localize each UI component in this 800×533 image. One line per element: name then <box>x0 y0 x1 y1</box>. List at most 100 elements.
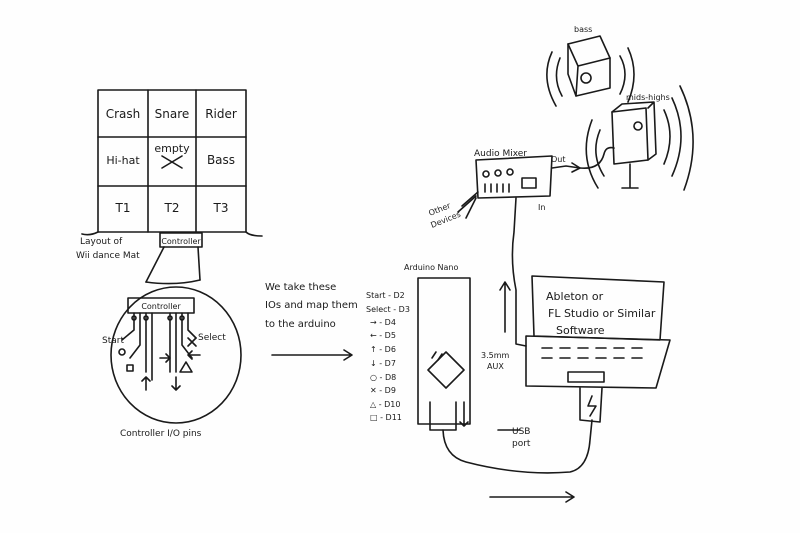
note-line1: We take these <box>265 282 336 293</box>
controller-io <box>110 246 242 424</box>
io-controller-box <box>127 297 195 314</box>
up-arrow-icon <box>141 376 151 391</box>
arduino-nano <box>417 277 593 503</box>
triangle-button-icon <box>179 361 193 373</box>
note-line3: to the arduino <box>265 319 336 330</box>
zoom-callout-lines <box>145 246 201 283</box>
mat-cell-empty: empty <box>154 142 190 155</box>
mixer-sliders <box>484 183 510 193</box>
usb-port-line2: port <box>512 439 531 449</box>
bass-cone-icon <box>580 72 592 84</box>
mapping-arrow-icon <box>271 349 353 361</box>
aux-line2: AUX <box>487 362 504 371</box>
mat-horizontal-lines <box>97 136 247 187</box>
mat-controller-label: Controller <box>161 237 201 246</box>
mat-caption-line2: Wii dance Mat <box>76 251 140 261</box>
mids-sound-waves-icon <box>585 85 694 191</box>
mat-caption-line1: Layout of <box>80 237 123 247</box>
arduino-pin-d9: ✕ - D9 <box>370 386 396 395</box>
arduino-usb-connector <box>429 401 457 431</box>
square-button-icon <box>126 364 134 372</box>
io-pin-dot <box>179 315 185 321</box>
mat-vertical-lines <box>147 89 197 233</box>
arduino-pin-d10: △ - D10 <box>370 400 400 409</box>
io-controller-label: Controller <box>141 302 181 311</box>
mids-box <box>611 107 649 165</box>
usb-port-line1: USB <box>512 427 530 437</box>
laptop-usb-plug <box>579 387 603 423</box>
mixer-in-label: In <box>538 203 545 212</box>
left-arrow-icon <box>187 350 201 360</box>
mat-cable-ends <box>81 231 263 237</box>
io-pin-dot <box>131 315 137 321</box>
circle-button-icon <box>118 348 126 356</box>
bass-label: bass <box>574 25 592 34</box>
io-select-label: Select <box>198 333 226 343</box>
mixer-display <box>521 177 537 189</box>
io-circle <box>110 286 242 424</box>
cross-button-icon <box>187 337 197 347</box>
mixer-title: Audio Mixer <box>474 149 527 159</box>
mat-cell-t1: T1 <box>115 201 131 215</box>
laptop-line3: Software <box>556 324 605 337</box>
bottom-arrow-icon <box>489 491 575 503</box>
arduino-pin-d3: Select - D3 <box>366 305 410 314</box>
laptop <box>525 275 671 423</box>
zoom-callout-base <box>145 279 201 285</box>
arduino-title: Arduino Nano <box>404 263 458 272</box>
mids-highs-label: mids-highs <box>626 93 670 102</box>
mixer-knob-icon <box>494 169 502 177</box>
mat-controller-tab <box>159 232 203 248</box>
laptop-keys <box>541 347 643 359</box>
mids-stand <box>621 163 639 189</box>
right-arrow-icon <box>159 353 171 363</box>
arduino-chip-icon <box>427 351 465 389</box>
bass-sound-waves-icon <box>546 47 635 107</box>
empty-cell-x-icon <box>161 155 183 169</box>
mixer-body <box>475 155 553 199</box>
arduino-reset-icon <box>459 401 469 427</box>
io-start-label: Start <box>102 336 124 346</box>
arduino-pin-d7: ↓ - D7 <box>370 359 396 368</box>
mixer-in-cable <box>511 197 527 347</box>
mat-cell-t3: T3 <box>213 201 229 215</box>
mixer-other-device-cables <box>457 191 479 219</box>
usb-cable <box>442 419 593 474</box>
mixer-out-label: Out <box>551 155 566 164</box>
mixer-knob-icon <box>482 170 490 178</box>
io-pin-dot <box>143 315 149 321</box>
laptop-trackpad <box>567 371 605 383</box>
mids-cone-icon <box>633 121 643 131</box>
mids-speaker <box>579 85 694 191</box>
bass-box-edges <box>567 43 611 97</box>
arduino-pins-icon <box>431 351 443 361</box>
arduino-pin-d2: Start - D2 <box>366 291 405 300</box>
mapping-arrow <box>271 349 353 361</box>
arduino-pin-d6: ↑ - D6 <box>370 345 396 354</box>
arduino-pin-d5: ← - D5 <box>370 331 396 340</box>
mat-cell-bass: Bass <box>207 153 235 167</box>
mat-cell-t2: T2 <box>164 201 180 215</box>
laptop-keyboard-deck <box>525 335 671 389</box>
io-caption: Controller I/O pins <box>120 429 202 439</box>
mids-box-edges <box>611 101 657 161</box>
bass-box-front <box>567 35 611 97</box>
bass-speaker <box>546 35 635 107</box>
io-pin-wires <box>121 312 197 381</box>
arduino-board <box>417 277 471 425</box>
laptop-line1: Ableton or <box>546 290 604 303</box>
arduino-pin-d4: → - D4 <box>370 318 396 327</box>
arduino-pin-d11: □ - D11 <box>370 413 402 422</box>
note-line2: IOs and map them <box>265 300 358 311</box>
aux-up-arrow-icon <box>499 281 511 333</box>
mixer-out-arrow-icon <box>551 162 581 173</box>
down-arrow-icon <box>171 376 181 391</box>
mat-cell-rider: Rider <box>205 107 237 121</box>
aux-line1: 3.5mm <box>481 351 510 360</box>
mat-cell-snare: Snare <box>155 107 190 121</box>
arduino-pin-d8: ○ - D8 <box>370 373 396 382</box>
power-bolt-icon <box>587 395 597 417</box>
speaker-cable <box>579 146 615 170</box>
